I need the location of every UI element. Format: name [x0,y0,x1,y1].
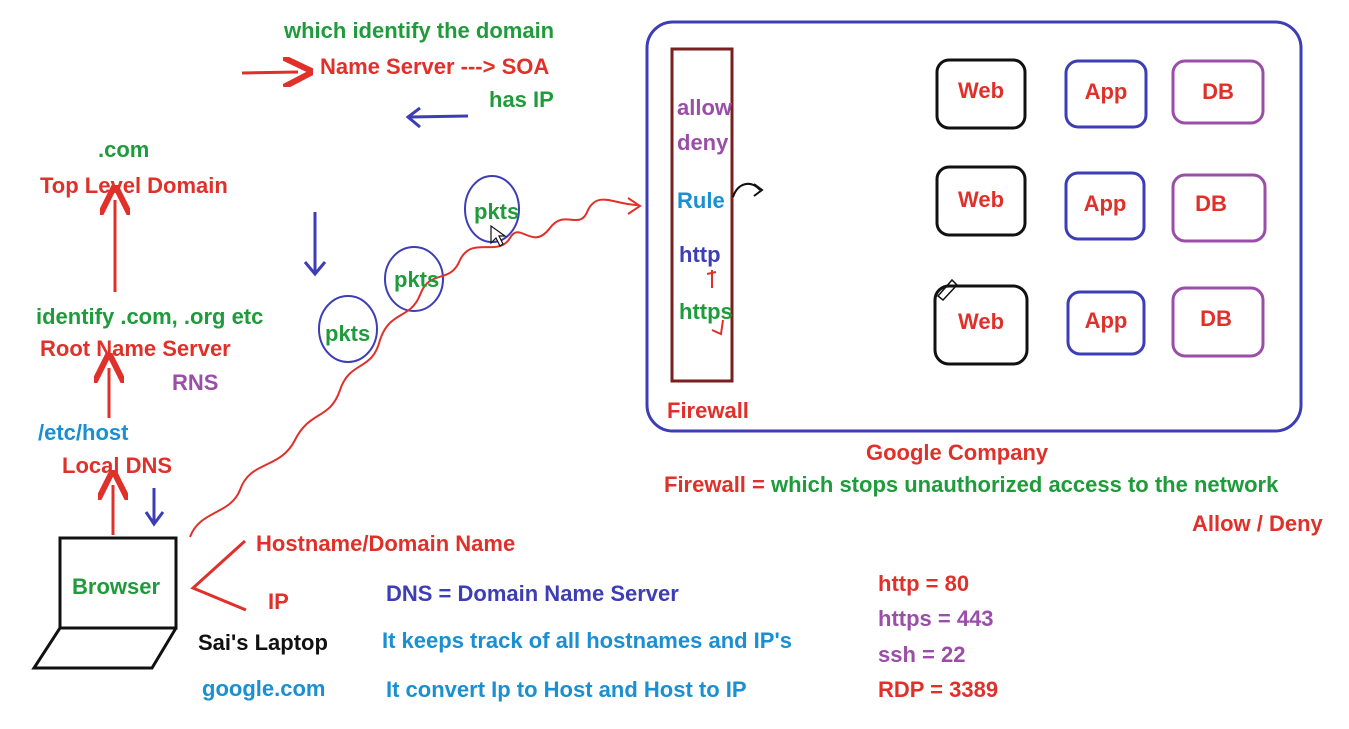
convert-text: It convert Ip to Host and Host to IP [386,677,747,702]
port-rdp: RDP = 3389 [878,677,999,702]
dot-com-text: .com [98,137,150,162]
packet-label: pkts [394,267,440,292]
hostname-label: Hostname/Domain Name [256,531,516,556]
web-server-box [933,284,1029,366]
packet-label: pkts [474,199,520,224]
firewall-label: Firewall [667,398,749,423]
dns-definition: DNS = Domain Name Server [386,581,679,606]
http-tick [706,270,717,288]
app-server-box [1066,290,1146,356]
app-label: App [1083,191,1127,216]
identify-text: identify .com, .org etc [36,304,264,329]
company-boundary [645,20,1303,433]
db-server-box [1171,59,1265,125]
db-label: DB [1195,191,1227,216]
browser-label: Browser [72,574,161,599]
packet-label: pkts [325,321,371,346]
which-identify-text: which identify the domain [284,18,555,43]
db-server-box [1171,286,1265,358]
rns-text: RNS [172,370,219,395]
keeps-track-text: It keeps track of all hostnames and IP's [382,628,792,653]
firewall-definition-text: which stops unauthorized access to the n… [771,472,1279,497]
firewall-rule: Rule [677,188,725,213]
port-ssh: ssh = 22 [878,642,966,667]
pencil-icon [936,278,959,302]
local-dns-text: Local DNS [62,453,173,478]
laptop-screen [58,536,178,630]
allow-deny-text: Allow / Deny [1192,511,1323,536]
firewall-deny: deny [677,130,729,155]
rule-curve-arrow [732,182,764,198]
app-label: App [1084,79,1128,104]
firewall-https: https [679,299,733,324]
request-squiggle [189,198,639,538]
firewall-definition-prefix: Firewall = [664,472,771,497]
packet-circle [384,246,444,312]
mouse-cursor-icon [490,224,507,247]
app-server-box [1064,59,1148,129]
firewall-bar [670,47,734,383]
firewall-definition: Firewall = which stops unauthorized acce… [664,474,1278,496]
laptop-owner-label: Sai's Laptop [198,630,328,655]
web-server-box [935,165,1027,237]
firewall-allow: allow [677,95,733,120]
request-arrowhead [627,197,642,215]
db-label: DB [1202,79,1234,104]
web-label: Web [957,309,1005,334]
ip-label: IP [268,589,289,614]
etc-host-text: /etc/host [38,420,129,445]
arrow-to-name-server [241,72,298,73]
web-server-box [935,58,1027,130]
tld-text: Top Level Domain [40,173,228,198]
port-http: http = 80 [878,571,970,596]
site-label: google.com [202,676,326,701]
laptop-base [31,627,178,670]
branch-lines [190,539,247,612]
db-server-box [1171,173,1267,243]
packet-circle [318,295,378,363]
arrow-down-packets [303,212,327,277]
web-label: Web [957,187,1005,212]
https-tick [711,319,724,336]
has-ip-text: has IP [489,87,554,112]
port-https: https = 443 [878,606,994,631]
app-server-box [1064,171,1146,241]
firewall-http: http [679,242,721,267]
name-server-text: Name Server ---> SOA [320,54,550,79]
arrow-has-ip [405,106,469,129]
web-label: Web [957,78,1005,103]
root-name-server-text: Root Name Server [40,336,231,361]
arrow-down-blue [144,488,165,527]
company-name: Google Company [866,440,1049,465]
db-label: DB [1200,306,1232,331]
app-label: App [1084,308,1128,333]
